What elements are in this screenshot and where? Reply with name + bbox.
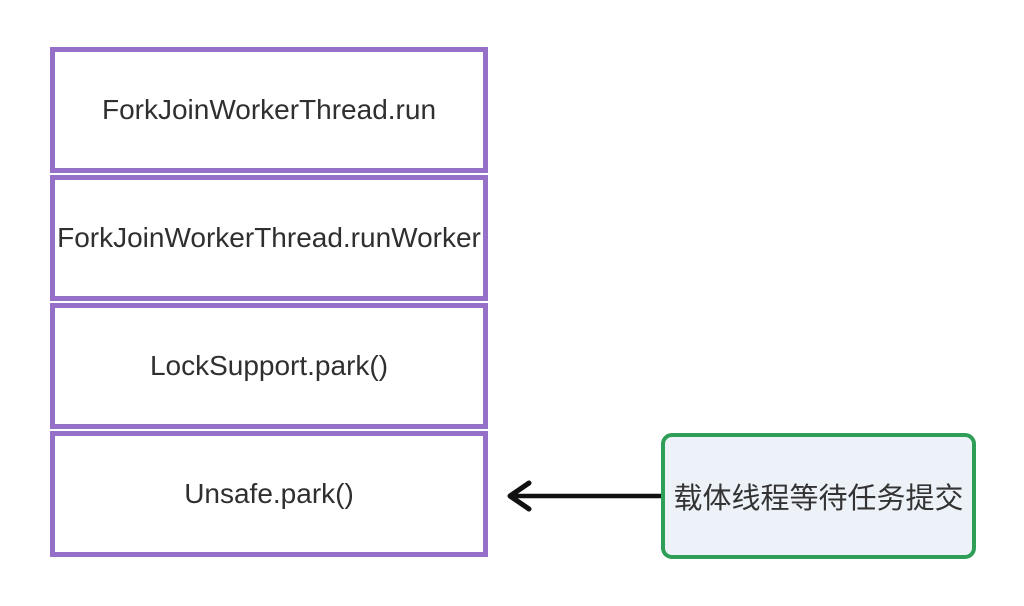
left-arrow-icon <box>507 480 665 512</box>
stack-frame-unsafe-park: Unsafe.park() <box>50 431 488 557</box>
stack-frame-runworker: ForkJoinWorkerThread.runWorker <box>50 175 488 301</box>
annotation-box: 载体线程等待任务提交 <box>661 433 976 559</box>
stack-frame-label: LockSupport.park() <box>149 349 389 381</box>
annotation-label: 载体线程等待任务提交 <box>673 483 964 515</box>
stack-frame-run: ForkJoinWorkerThread.run <box>50 47 488 173</box>
call-stack: ForkJoinWorkerThread.run ForkJoinWorkerT… <box>50 47 488 557</box>
stack-frame-label: ForkJoinWorkerThread.runWorker <box>57 221 481 253</box>
stack-frame-label: ForkJoinWorkerThread.run <box>101 93 437 125</box>
stack-frame-locksupport-park: LockSupport.park() <box>50 303 488 429</box>
stack-frame-label: Unsafe.park() <box>184 477 354 509</box>
